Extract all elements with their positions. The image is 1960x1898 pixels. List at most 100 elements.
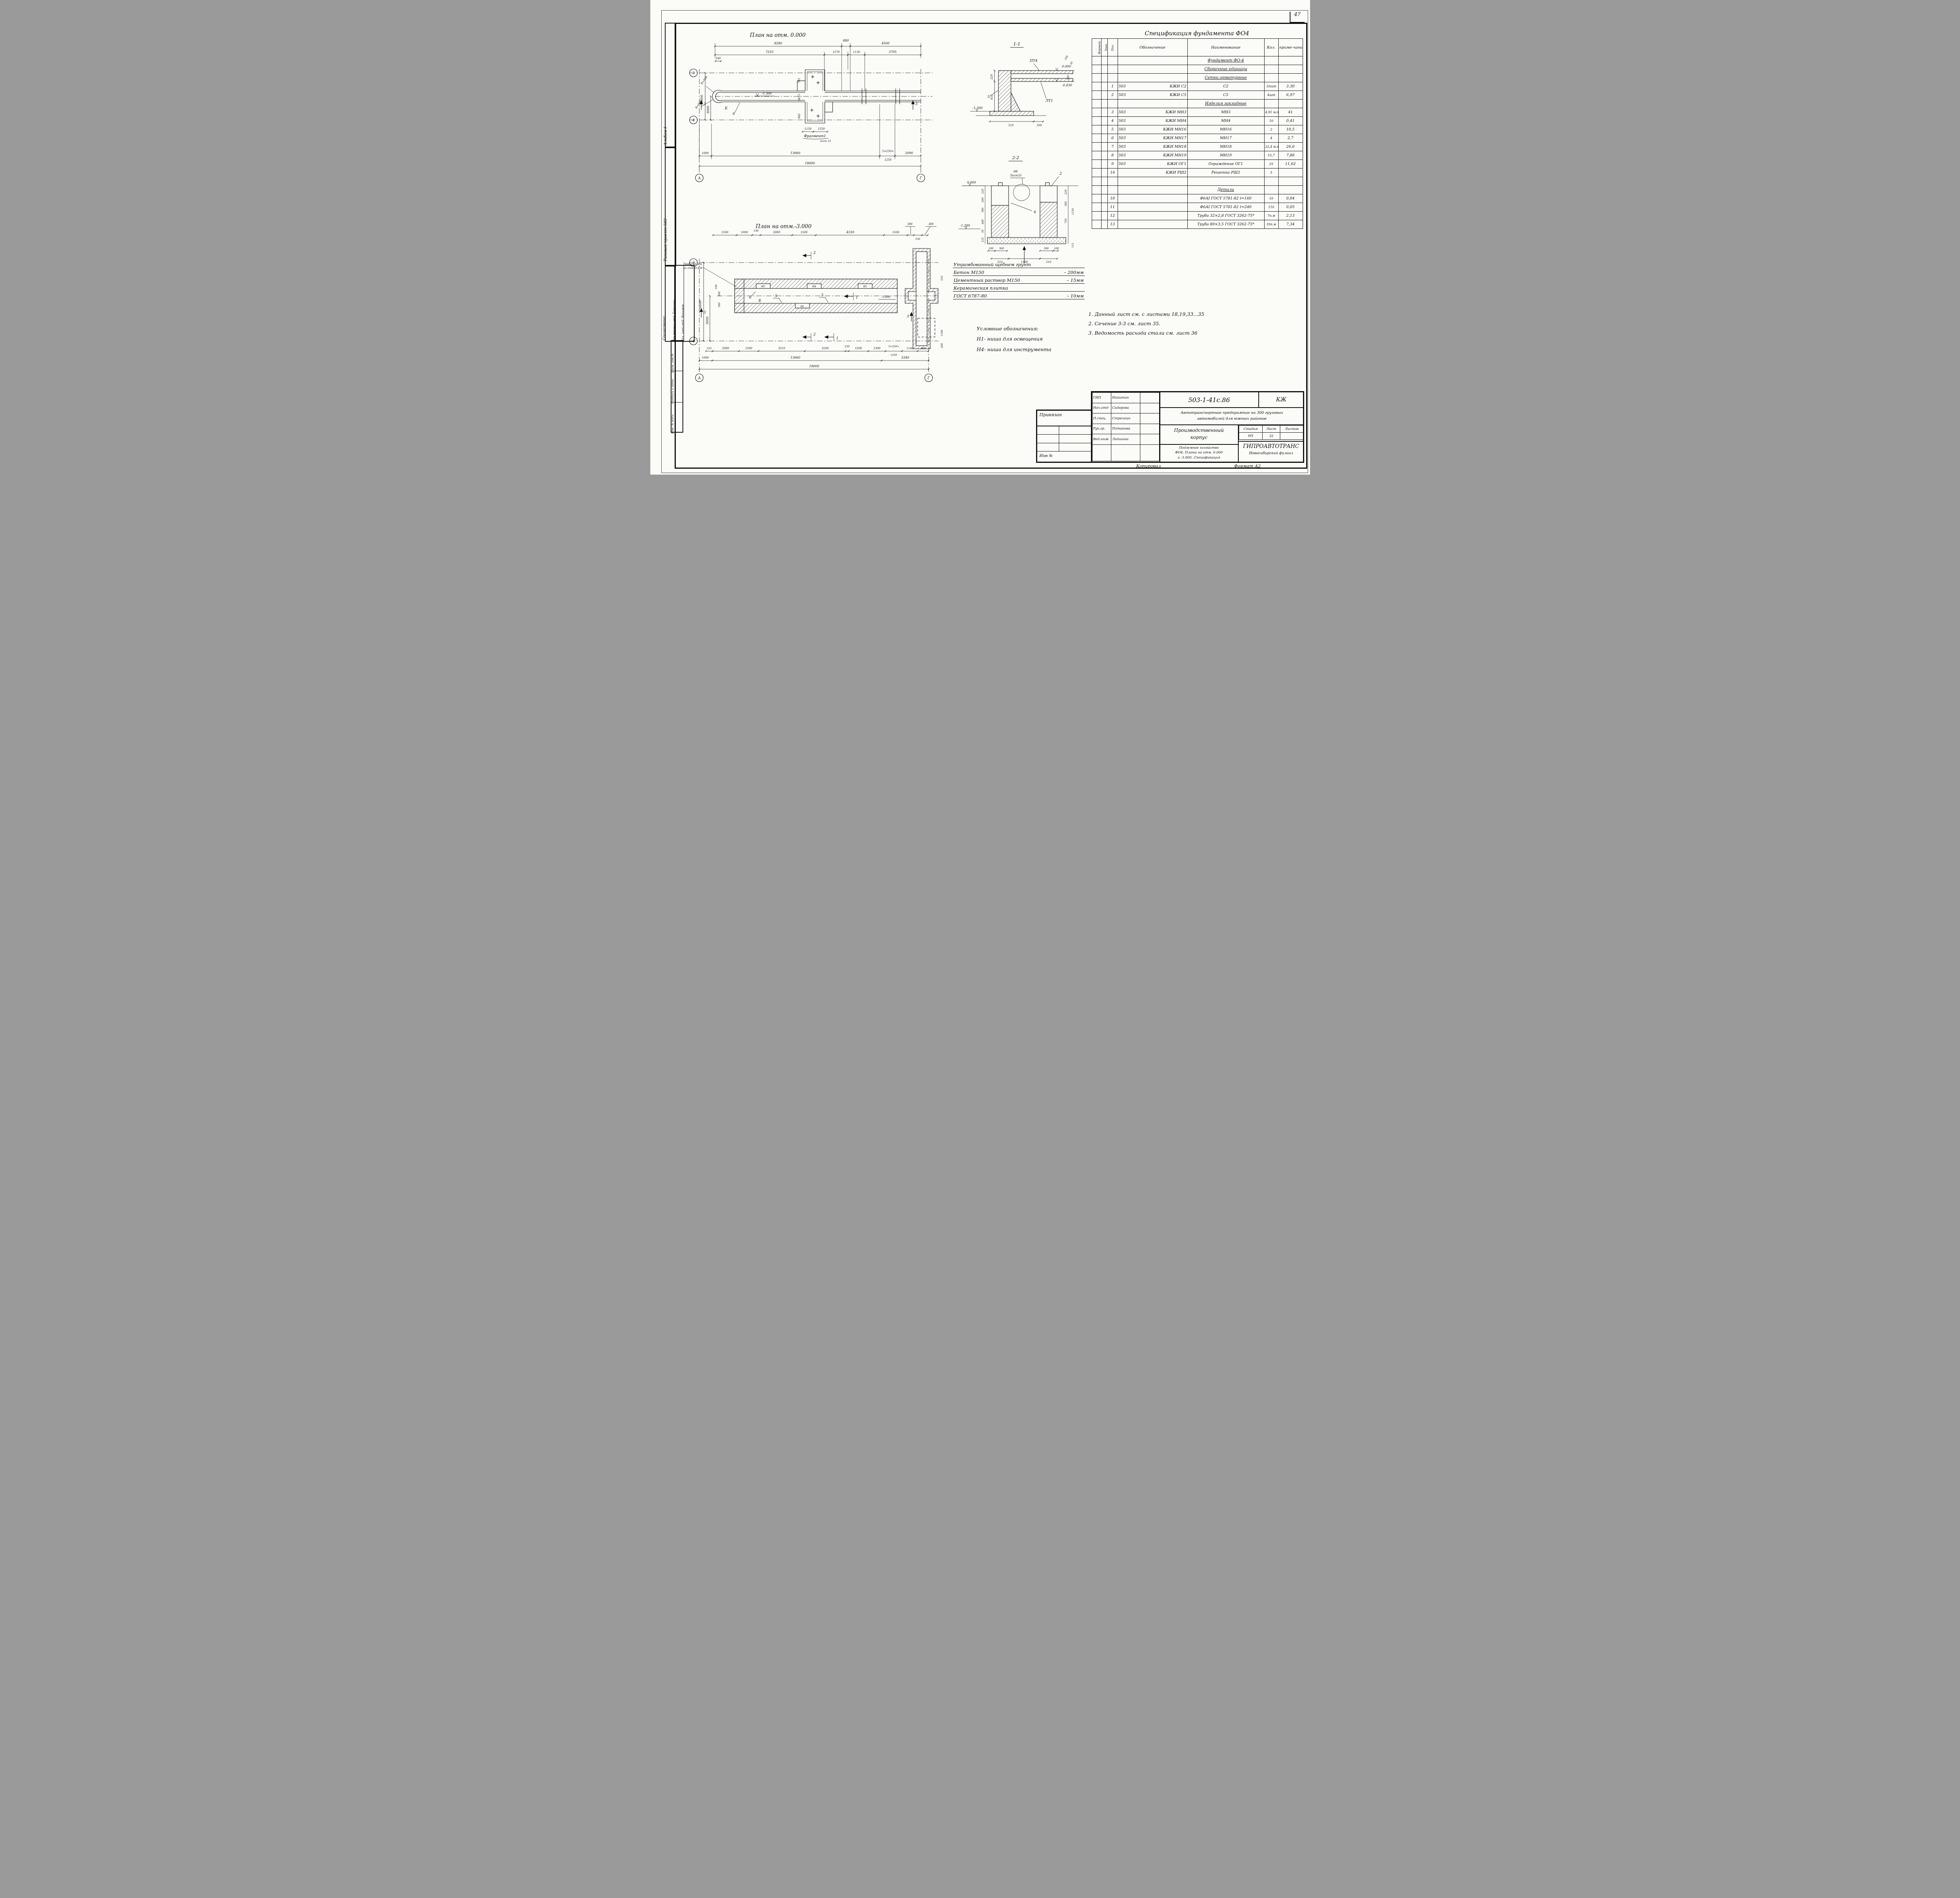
layer-line: Утрамбованный щебнем грунт bbox=[953, 260, 1085, 268]
section-arrow-3: 3 bbox=[704, 102, 706, 106]
dim-label: 800 bbox=[920, 347, 925, 350]
dim-label: 530 bbox=[915, 237, 920, 241]
dim-label: 7255 bbox=[765, 50, 773, 54]
stamp-block: Взам. инв.№ Подпись и дата Инв. № подл. bbox=[670, 340, 683, 434]
note-line: 1. Данный лист см. с листами 18,19,33...… bbox=[1088, 311, 1205, 317]
dim-label: 360 bbox=[999, 247, 1004, 250]
object-name: Автотранспортное предприятие на 300 груз… bbox=[1160, 408, 1304, 425]
spec-table: Формат Зона Поз. Обозначение Наименовани… bbox=[1091, 38, 1303, 229]
radius-label: R=560 bbox=[700, 75, 708, 85]
plan0-pit bbox=[797, 69, 833, 123]
col-zone: Зона bbox=[1101, 38, 1108, 56]
signer-rows: ГИП Никитин Нач.отд Сидорова П.спец. bbox=[1092, 392, 1160, 445]
level-mark: -1.300 bbox=[973, 106, 983, 110]
drawing-sheet: 47 Альбом I Типовой проект 503 Согласова… bbox=[650, 0, 1310, 475]
dim-label: 6000 bbox=[700, 95, 704, 103]
section-arrow-3: 3 bbox=[704, 311, 706, 315]
dim-label: 1550 bbox=[818, 127, 825, 131]
sheet-label: Лист bbox=[1262, 425, 1280, 433]
dim-label: 220 bbox=[1064, 190, 1067, 195]
dim-label: 13660 bbox=[790, 151, 800, 155]
drawing-frame bbox=[674, 23, 1307, 469]
note-line: 2. Сечение 3-3 см. лист 35. bbox=[1088, 320, 1161, 326]
niche-label-n1: Н1 bbox=[863, 285, 867, 288]
spec-title: Спецификация фундамента ФО4 bbox=[1145, 30, 1249, 37]
level-mark: -1.300 bbox=[762, 92, 772, 95]
axis-4: 4 bbox=[692, 119, 695, 123]
dim-label: 380 bbox=[1064, 201, 1067, 206]
dim-label: 3510 bbox=[778, 347, 785, 350]
dim-label: 3705 bbox=[888, 50, 896, 54]
axis-G: Г bbox=[919, 177, 922, 181]
part-label: 5 bbox=[987, 95, 990, 99]
table-row: Сборочные единицы bbox=[1091, 65, 1303, 74]
dim-label: 100 bbox=[1063, 55, 1069, 61]
part-label: 5 bbox=[775, 294, 777, 298]
dim-label: 1250 bbox=[884, 158, 891, 161]
privyazan-grid bbox=[1037, 426, 1092, 451]
table-row: Сетки арматурные bbox=[1091, 73, 1303, 82]
section-arrow-3: 3 bbox=[915, 102, 918, 106]
dim-label: 1130 bbox=[853, 51, 860, 54]
dim-label: 510 bbox=[997, 261, 1003, 264]
niche-label-n1: Н1 bbox=[800, 305, 804, 308]
paper-edge bbox=[661, 10, 1308, 473]
dim-label: 8280 bbox=[774, 42, 782, 45]
format-label: Формат А2 bbox=[1234, 464, 1261, 469]
spec-header-row: Формат Зона Поз. Обозначение Наименовани… bbox=[1091, 38, 1303, 56]
sec11-title: 1-1 bbox=[1013, 42, 1020, 47]
doc-number: 503-1-41с.86 bbox=[1160, 392, 1259, 407]
stage-label: Стадия bbox=[1238, 425, 1263, 433]
dim-label: 510 bbox=[1046, 261, 1051, 264]
margin-cell-album: Альбом I bbox=[664, 23, 676, 148]
plan3-title: План на отм.-3.000 bbox=[755, 223, 811, 230]
dim-label: 260 bbox=[981, 198, 984, 203]
legend-title: Условные обозначения: bbox=[976, 326, 1039, 332]
dim-label: 115 bbox=[1071, 243, 1074, 248]
signer-row: Вед.инж Лапшина bbox=[1092, 434, 1160, 445]
dim-label: 510 bbox=[1008, 124, 1014, 127]
dim-label: 2000 bbox=[722, 347, 729, 350]
dim-label: 793 bbox=[798, 78, 801, 83]
title-block: ГИП Никитин Нач.отд Сидорова П.спец. bbox=[1091, 391, 1304, 463]
plan0-left-dims: 6000 3000 240 bbox=[700, 57, 722, 121]
dim-label: 4330 bbox=[846, 230, 854, 234]
col-format: Формат bbox=[1091, 38, 1102, 56]
niche-label-n4: Н4 bbox=[812, 285, 816, 288]
dim-label: 300 bbox=[718, 292, 721, 296]
stamp-vzam: Взам. инв.№ bbox=[670, 353, 674, 373]
dim-label: 200 bbox=[940, 343, 944, 348]
dim-label: 3000 bbox=[706, 106, 710, 114]
table-row: Фундамент ФО-4 bbox=[1091, 56, 1303, 65]
dim-label: 13660 bbox=[790, 356, 800, 359]
section-arrow-2: 2 bbox=[813, 333, 816, 337]
col-prim: приме-чание bbox=[1278, 38, 1303, 56]
spec-table-block: Спецификация фундамента ФО4 Формат Зона … bbox=[1091, 30, 1303, 229]
stamp-inv: Инв. № подл. bbox=[670, 413, 674, 434]
dim-label: 4500 bbox=[881, 42, 889, 45]
doc-mark: КЖ bbox=[1276, 397, 1287, 403]
level-mark: -3.000 bbox=[882, 295, 891, 299]
dim-label: 1000 bbox=[741, 231, 748, 234]
dim-label: 100 bbox=[1054, 247, 1058, 250]
dim-label: 5×250= bbox=[888, 345, 899, 348]
col-kol: Кол. bbox=[1264, 38, 1279, 56]
dim-label: 300 bbox=[1067, 75, 1070, 80]
plan-3000-drawing: План на отм.-3.000 3 4 А Г 1500 1000 530… bbox=[683, 223, 944, 382]
section-arrow-3: 3 bbox=[907, 315, 909, 319]
dim-label: 6000 bbox=[699, 300, 702, 308]
sec22-geometry bbox=[962, 182, 1078, 263]
table-row: 14 КЖИ РШ2 Решетка РШ2 5 bbox=[1091, 168, 1303, 177]
table-row: 10 Ф6АI ГОСТ 5781-82 ℓ=160 10 0,04 bbox=[1091, 194, 1303, 203]
table-row: 13 Труба 80×3,5 ГОСТ 3262-75* 35п.м 7,34 bbox=[1091, 220, 1303, 229]
pipe-note: Труба по оси bbox=[683, 263, 702, 266]
section-arrow-2: 2 bbox=[813, 251, 816, 255]
dim-label: 100 bbox=[715, 285, 718, 289]
plan3-labels: 6 Б 5 5 2 2 1 1 3 3 bbox=[699, 251, 913, 341]
